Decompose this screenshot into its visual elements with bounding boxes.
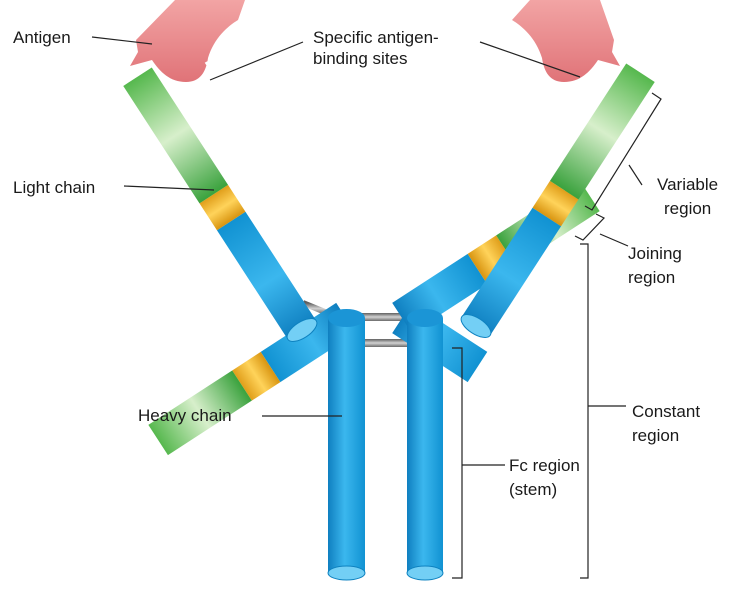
fc-region-label-line1: Fc region [509, 456, 580, 476]
heavy-chain-left-arm [148, 303, 355, 455]
heavy-chain-right [392, 181, 599, 580]
binding-sites-label-line1: Specific antigen- [313, 28, 439, 48]
heavy-chain-label: Heavy chain [138, 406, 232, 426]
light-chain-right [457, 63, 654, 342]
variable-region-label-line2: region [664, 199, 711, 219]
light-chain-label: Light chain [13, 178, 95, 198]
antigen-label: Antigen [13, 28, 71, 48]
leader-lines [92, 37, 642, 465]
light-chain-left [123, 67, 320, 346]
constant-region-label-line1: Constant [632, 402, 700, 422]
fc-region-label-line2: (stem) [509, 480, 557, 500]
constant-region-bracket [580, 244, 588, 578]
antigen-right [512, 0, 620, 82]
binding-sites-label-line2: binding sites [313, 49, 408, 69]
heavy-chain-left [148, 303, 365, 580]
variable-region-label-line1: Variable [657, 175, 718, 195]
joining-region-label-line2: region [628, 268, 675, 288]
antigen-left [130, 0, 245, 82]
joining-region-label-line1: Joining [628, 244, 682, 264]
constant-region-label-line2: region [632, 426, 679, 446]
heavy-chain-left-stem [328, 318, 365, 573]
fc-region-bracket [452, 348, 462, 578]
heavy-chain-right-stem [407, 318, 443, 573]
